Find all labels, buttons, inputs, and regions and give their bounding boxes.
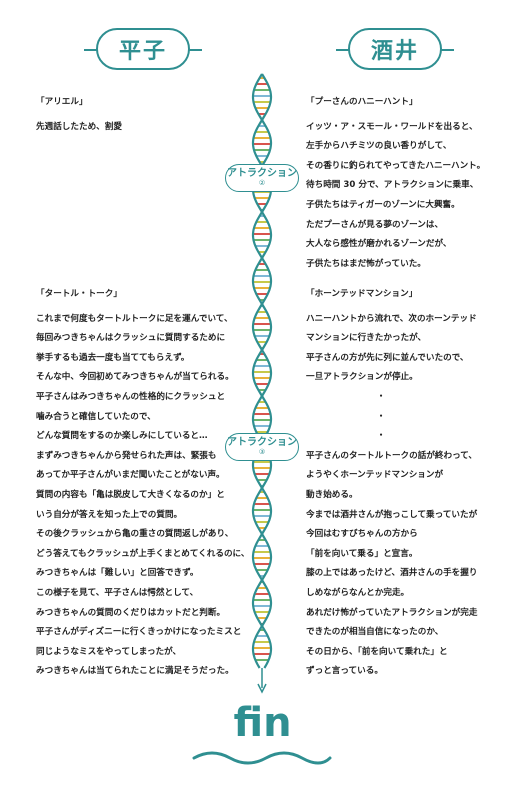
text-line: 子供たちはティガーのゾーンに大興奮。 [306,199,460,210]
text-line: いう自分が答えを知った上での質問。 [36,509,183,520]
left-section-turtle-talk: 「タートル・トーク」 これまで何度もタートルトークに足を運んでいて、 毎回みつき… [36,285,249,682]
text-line: 平子さんの方が先に列に並んでいたので、 [306,352,469,363]
text-line: ただプーさんが見る夢のゾーンは、 [306,219,444,230]
text-line: みつきちゃんの質問のくだりはカットだと判断。 [36,607,226,618]
text-line: あれだけ怖がっていたアトラクションが完走 [306,607,478,618]
text-line: 今までは酒井さんが抱っこして乗っていたが [306,509,478,520]
ellipsis-dot: ・ [376,411,386,422]
text-line: 一旦アトラクションが停止。 [306,372,418,383]
section-title: 「ホーンテッドマンション」 [306,289,418,299]
text-line: 平子さんはみつきちゃんの性格的にクラッシュと [36,391,226,402]
text-line: ようやくホーンテッドマンションが [306,470,444,481]
ellipsis-dot: ・ [376,391,386,402]
text-line: 同じようなミスをやってしまったが、 [36,646,182,657]
name-badge-hirako: 平子 [84,28,202,70]
text-line: まずみつきちゃんから発せられた声は、緊張も [36,450,217,461]
text-line: その後クラッシュから亀の重さの質問返しがあり、 [36,529,234,540]
text-line: あってか平子さんがいまだ聞いたことがない声。 [36,470,225,481]
wave-decoration [192,751,332,765]
attraction-number: ③ [258,448,266,456]
right-section-honey-hunt: 「プーさんのハニーハント」 イッツ・ア・スモール・ワールドを出ると、 左手からハ… [306,93,485,274]
text-line: これまで何度もタートルトークに足を運んでいて、 [36,313,233,324]
section-title: 「アリエル」 [36,97,88,107]
text-line: 動き始める。 [306,489,358,500]
ellipsis-dot: ・ [376,431,386,442]
text-line: 噛み合うと確信していたので、 [36,411,156,422]
text-line: 先週話したため、割愛 [36,121,122,132]
text-line: そんな中、今回初めてみつきちゃんが当てられる。 [36,372,234,383]
text-line: 待ち時間 30 分で、アトラクションに乗車、 [306,180,479,191]
name-sakai: 酒井 [370,39,419,64]
text-line: その日から、「前を向いて乗れた」と [306,646,448,657]
attraction-label-text: アトラクション [227,437,297,448]
text-line: 挙手するも過去一度も当ててもらえず。 [36,352,190,363]
text-line: ずっと言っている。 [306,666,383,677]
text-line: 今回はむすびちゃんの方から [306,529,418,540]
attraction-number: ② [258,179,266,187]
text-line: 平子さんのタートルトークの話が終わって、 [306,450,478,461]
name-badge-sakai: 酒井 [336,28,454,70]
text-line: 大人なら感性が磨かれるゾーンだが、 [306,239,452,250]
text-line: イッツ・ア・スモール・ワールドを出ると、 [306,121,478,132]
text-line: 平子さんがディズニーに行くきっかけになったミスと [36,627,242,638]
text-line: 膝の上ではあったけど、酒井さんの手を握り [306,568,478,579]
text-line: みつきちゃんは「難しい」と回答できず。 [36,568,199,579]
attraction-label-3: アトラクション ③ [225,433,299,461]
text-line: どう答えてもクラッシュが上手くまとめてくれるのに、 [36,548,250,559]
text-line: 毎回みつきちゃんはクラッシュに質問するために [36,333,226,344]
attraction-label-2: アトラクション ② [225,164,299,192]
text-line: しめながらなんとか完走。 [306,587,410,598]
text-line: どんな質問をするのか楽しみにしていると… [36,431,208,442]
text-line: 質問の内容も「亀は脱皮して大きくなるのか」と [36,489,225,500]
fin-title: fin [233,700,292,746]
name-hirako: 平子 [118,39,167,64]
text-line: できたのが相当自信になったのか、 [306,627,444,638]
text-line: みつきちゃんは当てられたことに満足そうだった。 [36,666,234,677]
text-line: マンションに行きたかったが、 [306,333,427,344]
right-section-haunted-mansion: 「ホーンテッドマンション」 ハニーハントから流れで、次のホーンテッド マンション… [306,285,477,682]
text-line: その香りに釣られてやってきたハニーハント。 [306,160,486,171]
left-section-ariel: 「アリエル」 先週話したため、割愛 [36,93,122,137]
text-line: 左手からハチミツの良い香りがして、 [306,141,452,152]
text-line: この様子を見て、平子さんは愕然として、 [36,587,199,598]
attraction-label-text: アトラクション [227,168,297,179]
section-title: 「プーさんのハニーハント」 [306,97,418,107]
arrow-down-icon [257,683,267,694]
text-line: ハニーハントから流れで、次のホーンテッド [306,313,477,324]
text-line: 「前を向いて乗る」と宣言。 [306,548,418,559]
section-title: 「タートル・トーク」 [36,289,122,299]
text-line: 子供たちはまだ怖がっていた。 [306,258,426,269]
